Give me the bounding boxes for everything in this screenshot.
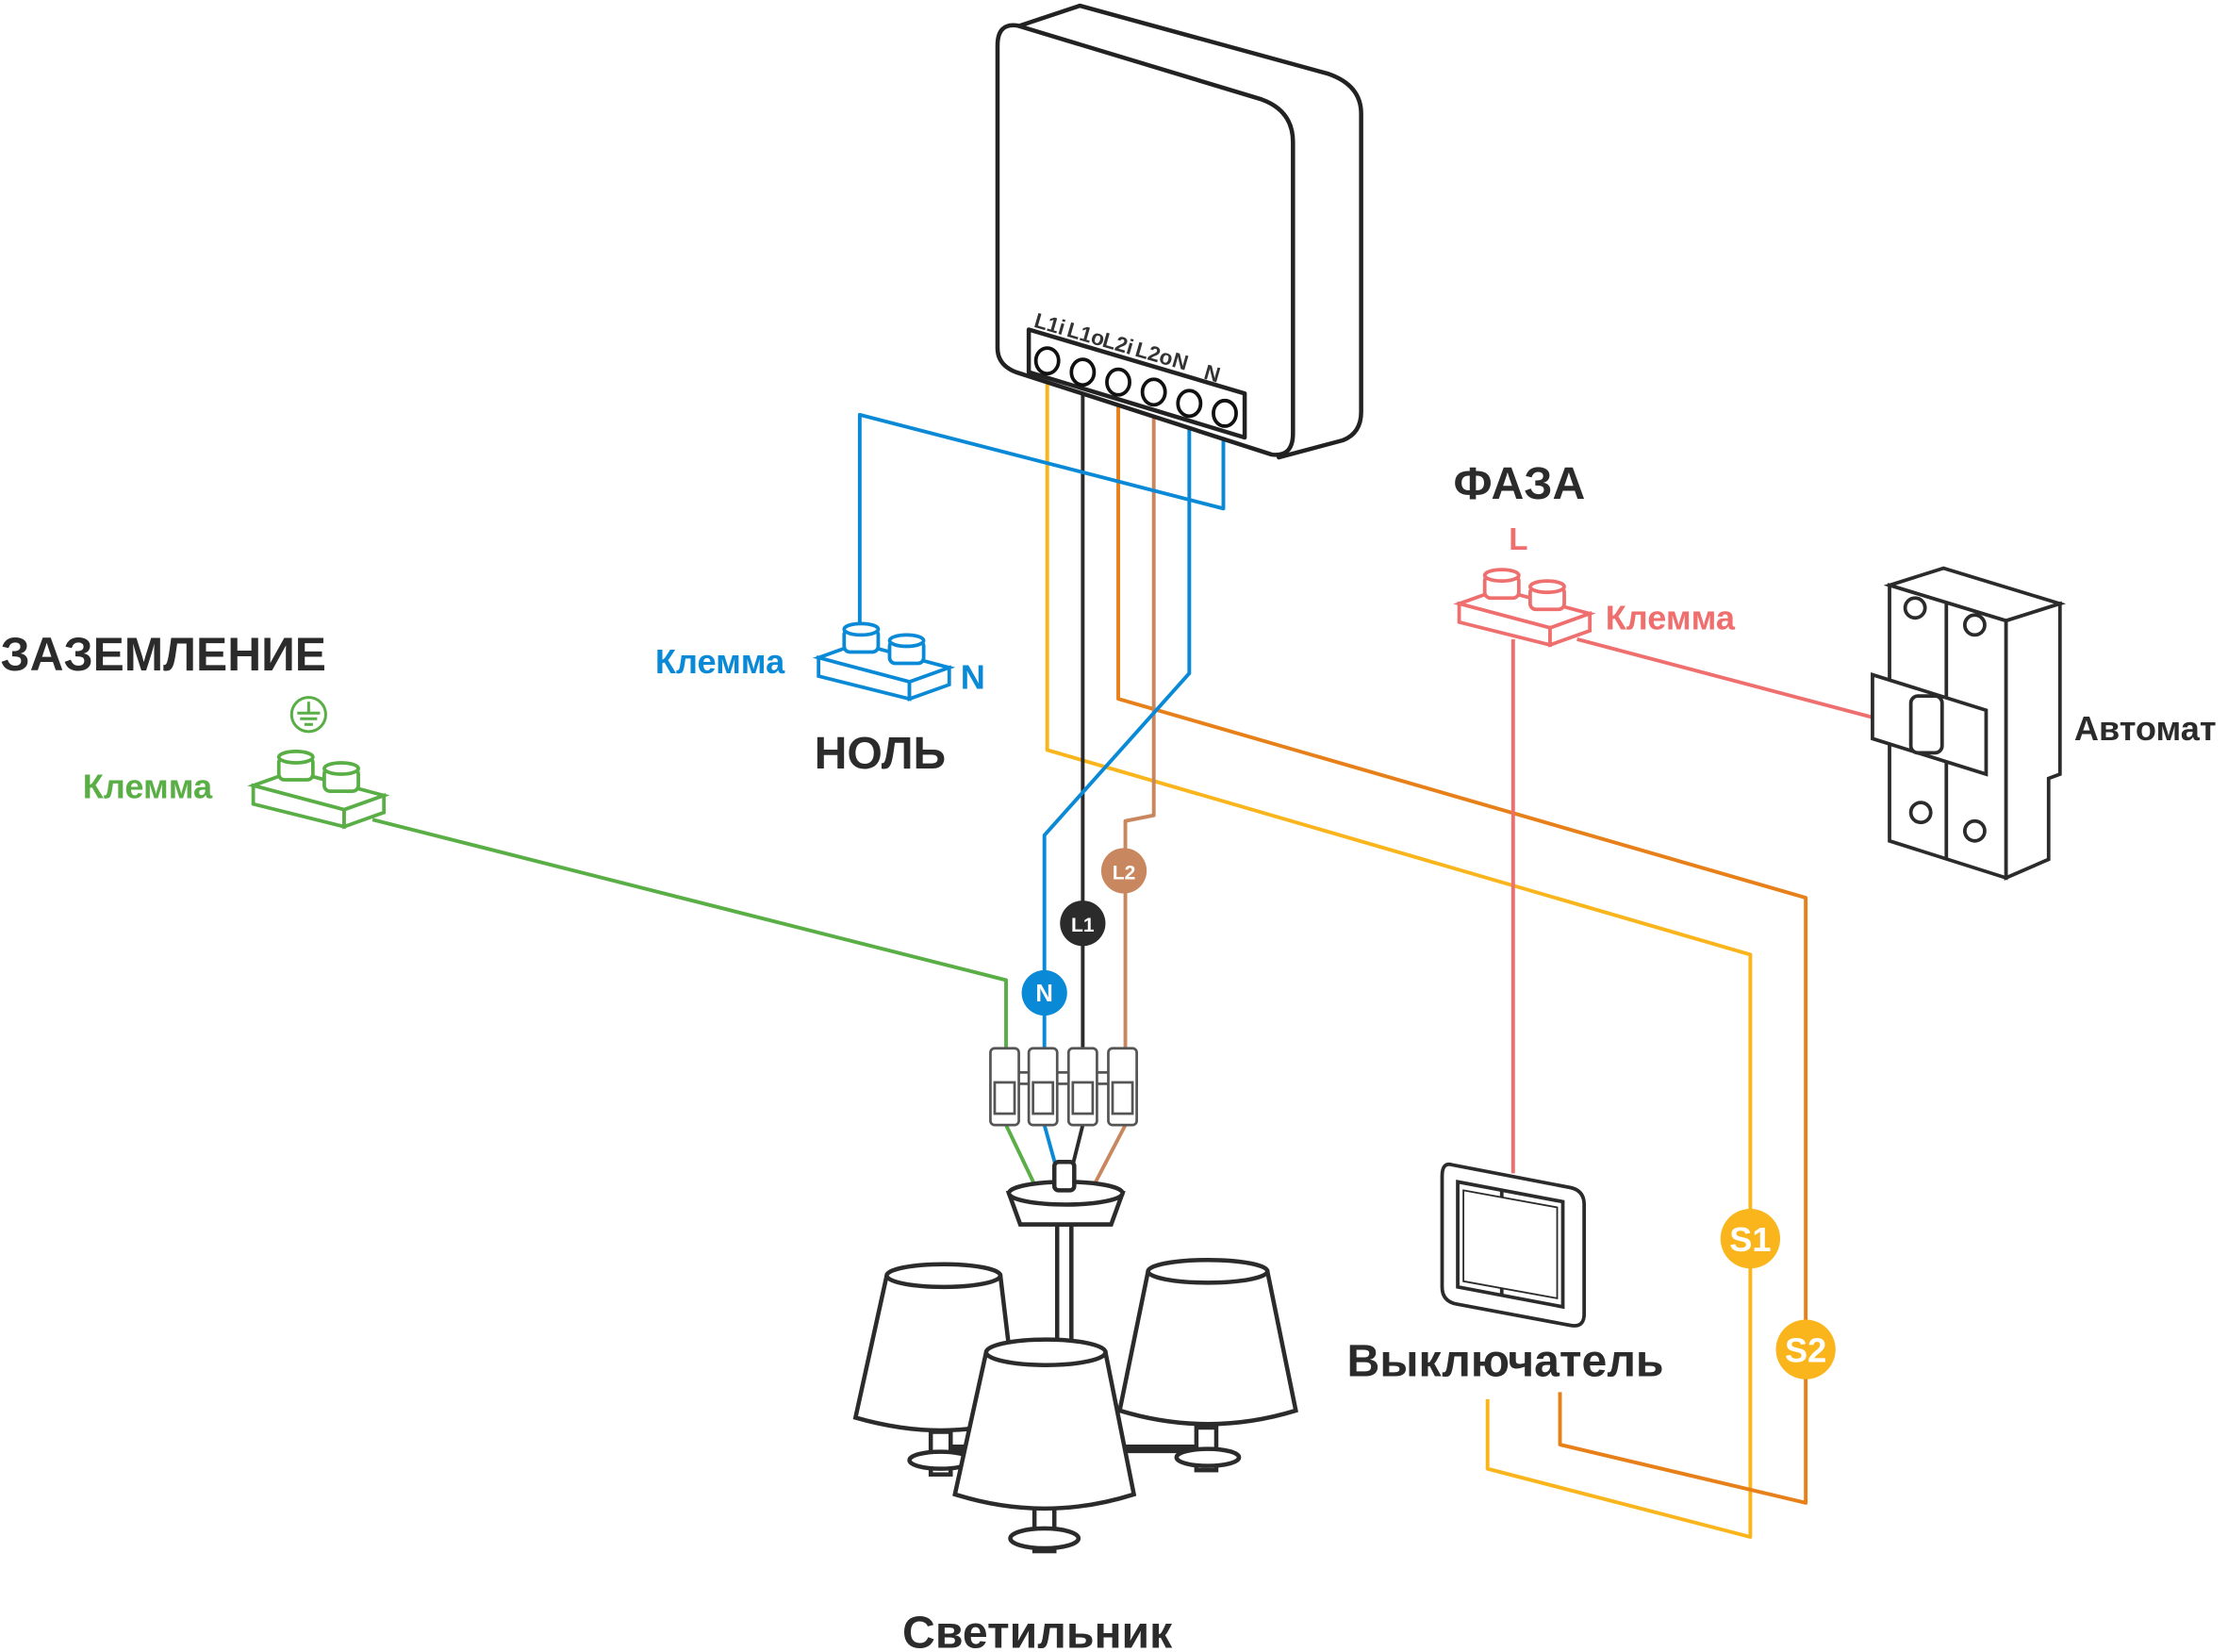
phase-letter: L [1509, 522, 1527, 557]
circuit-breaker-icon [1871, 566, 2067, 881]
ground-terminal-block [247, 750, 390, 830]
phase-terminal-block [1453, 568, 1596, 648]
wire-n-blue [1042, 411, 1192, 1051]
terminal-label-n2: N [1201, 360, 1223, 388]
badge-l1: L1 [1060, 900, 1106, 947]
wire-n2-blue [857, 411, 1226, 634]
svg-text:N: N [1035, 981, 1052, 1007]
svg-text:S1: S1 [1729, 1220, 1771, 1259]
ground-icon [289, 696, 327, 734]
chandelier-icon [852, 1160, 1298, 1554]
neutral-terminal-label: Клемма [655, 642, 785, 681]
neutral-letter: N [961, 658, 985, 697]
badge-s1: S1 [1720, 1208, 1781, 1269]
badge-l2: L2 [1100, 848, 1147, 894]
wires [371, 372, 1873, 1539]
wire-l2o-brown [1123, 403, 1156, 1051]
svg-text:L2: L2 [1113, 862, 1136, 884]
breaker-label: Автомат [2074, 709, 2217, 748]
light-switch-icon [1440, 1162, 1587, 1328]
terminal-label-n1: N [1170, 348, 1192, 375]
terminal-screws [1033, 346, 1238, 428]
badge-n: N [1021, 969, 1067, 1016]
lamp-wire-brown [1089, 1124, 1128, 1192]
svg-text:S2: S2 [1785, 1331, 1826, 1370]
wire-ground-green [371, 818, 1008, 1051]
wire-phase-breaker-red [1576, 637, 1873, 719]
neutral-title: НОЛЬ [815, 728, 947, 779]
ground-title: ЗАЗЕМЛЕНИЕ [0, 628, 326, 681]
ground-terminal-label: Клемма [83, 768, 213, 806]
svg-text:L1: L1 [1071, 915, 1095, 936]
relay-module: L1i L1o L2i L2o N N [995, 3, 1363, 460]
lamp-wire-green [1004, 1124, 1039, 1192]
switch-label: Выключатель [1347, 1336, 1664, 1387]
phase-title: ФАЗА [1454, 458, 1586, 509]
lever-connectors [989, 1047, 1138, 1127]
neutral-terminal-block [812, 621, 956, 702]
phase-terminal-label: Клемма [1606, 598, 1736, 636]
wire-l2i-orange [1116, 391, 1808, 1505]
lamp-label: Светильник [902, 1607, 1173, 1652]
badge-s2: S2 [1775, 1319, 1836, 1379]
